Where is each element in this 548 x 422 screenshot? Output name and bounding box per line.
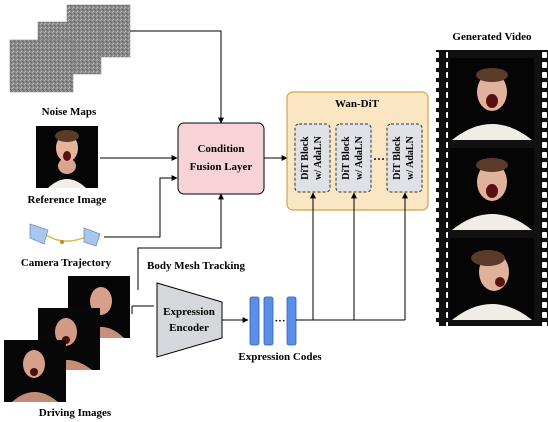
camera-trajectory-label: Camera Trajectory [21,257,112,269]
condition-fusion-line2: Fusion Layer [190,161,253,173]
dit-ellipsis: ··· [373,152,385,166]
dit-block-2: DiT Block w/ AdaLN [336,124,371,192]
driving-images-label: Driving Images [39,407,112,419]
dit-block-3: DiT Block w/ AdaLN [387,124,422,192]
codes-ellipsis: ··· [274,315,285,327]
noise-maps [10,5,130,92]
camera-trajectory-icon [30,224,100,246]
condition-fusion-layer [178,123,264,194]
expression-codes [250,297,296,345]
codes-to-dit-lines [296,193,405,320]
dit-block-2-line2: w/ AdaLN [354,135,365,179]
body-mesh-tracking-label: Body Mesh Tracking [147,260,245,272]
expression-codes-label: Expression Codes [238,351,322,363]
expression-encoder-line2: Encoder [169,322,209,334]
reference-image-label: Reference Image [28,194,107,206]
expression-encoder-line1: Expression [163,306,215,318]
noise-maps-label: Noise Maps [42,106,97,118]
dit-block-1-line2: w/ AdaLN [313,135,324,179]
dit-block-1: DiT Block w/ AdaLN [295,124,330,192]
dit-block-1-line1: DiT Block [300,136,311,180]
dit-block-2-line1: DiT Block [341,136,352,180]
dit-block-3-line2: w/ AdaLN [405,135,416,179]
generated-video-filmstrip [436,50,548,326]
condition-fusion-line1: Condition [197,143,244,155]
reference-image [36,126,98,188]
generated-video-label: Generated Video [452,31,532,43]
driving-images [4,276,130,402]
wan-dit-title: Wan-DiT [335,98,380,110]
expression-encoder [157,283,222,357]
dit-block-3-line1: DiT Block [392,136,403,180]
